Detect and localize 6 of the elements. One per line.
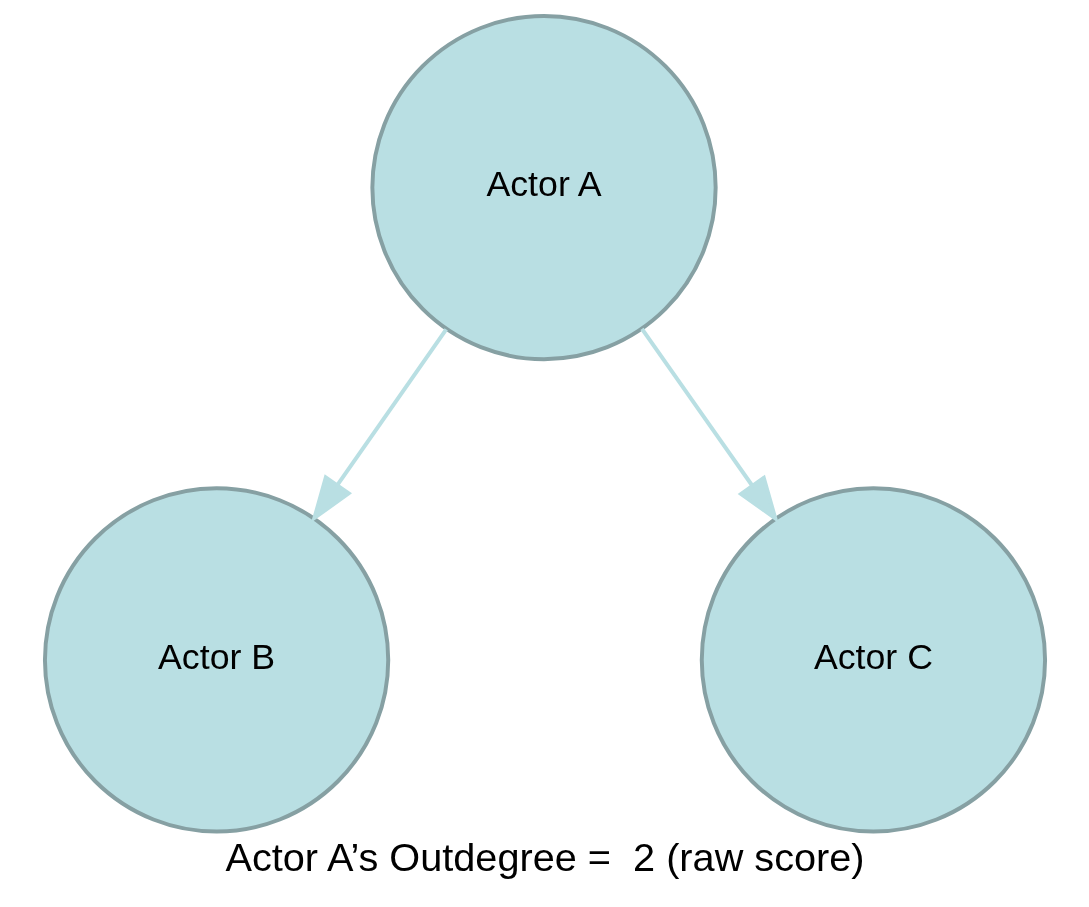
caption: Actor A’s Outdegree = 2 (raw score) [224, 835, 865, 880]
node-circle: Actor A [369, 13, 718, 362]
arrow [639, 327, 779, 524]
arrow [310, 328, 448, 523]
node-circle: Actor B [42, 486, 390, 834]
node-circle: Actor C [699, 486, 1047, 834]
